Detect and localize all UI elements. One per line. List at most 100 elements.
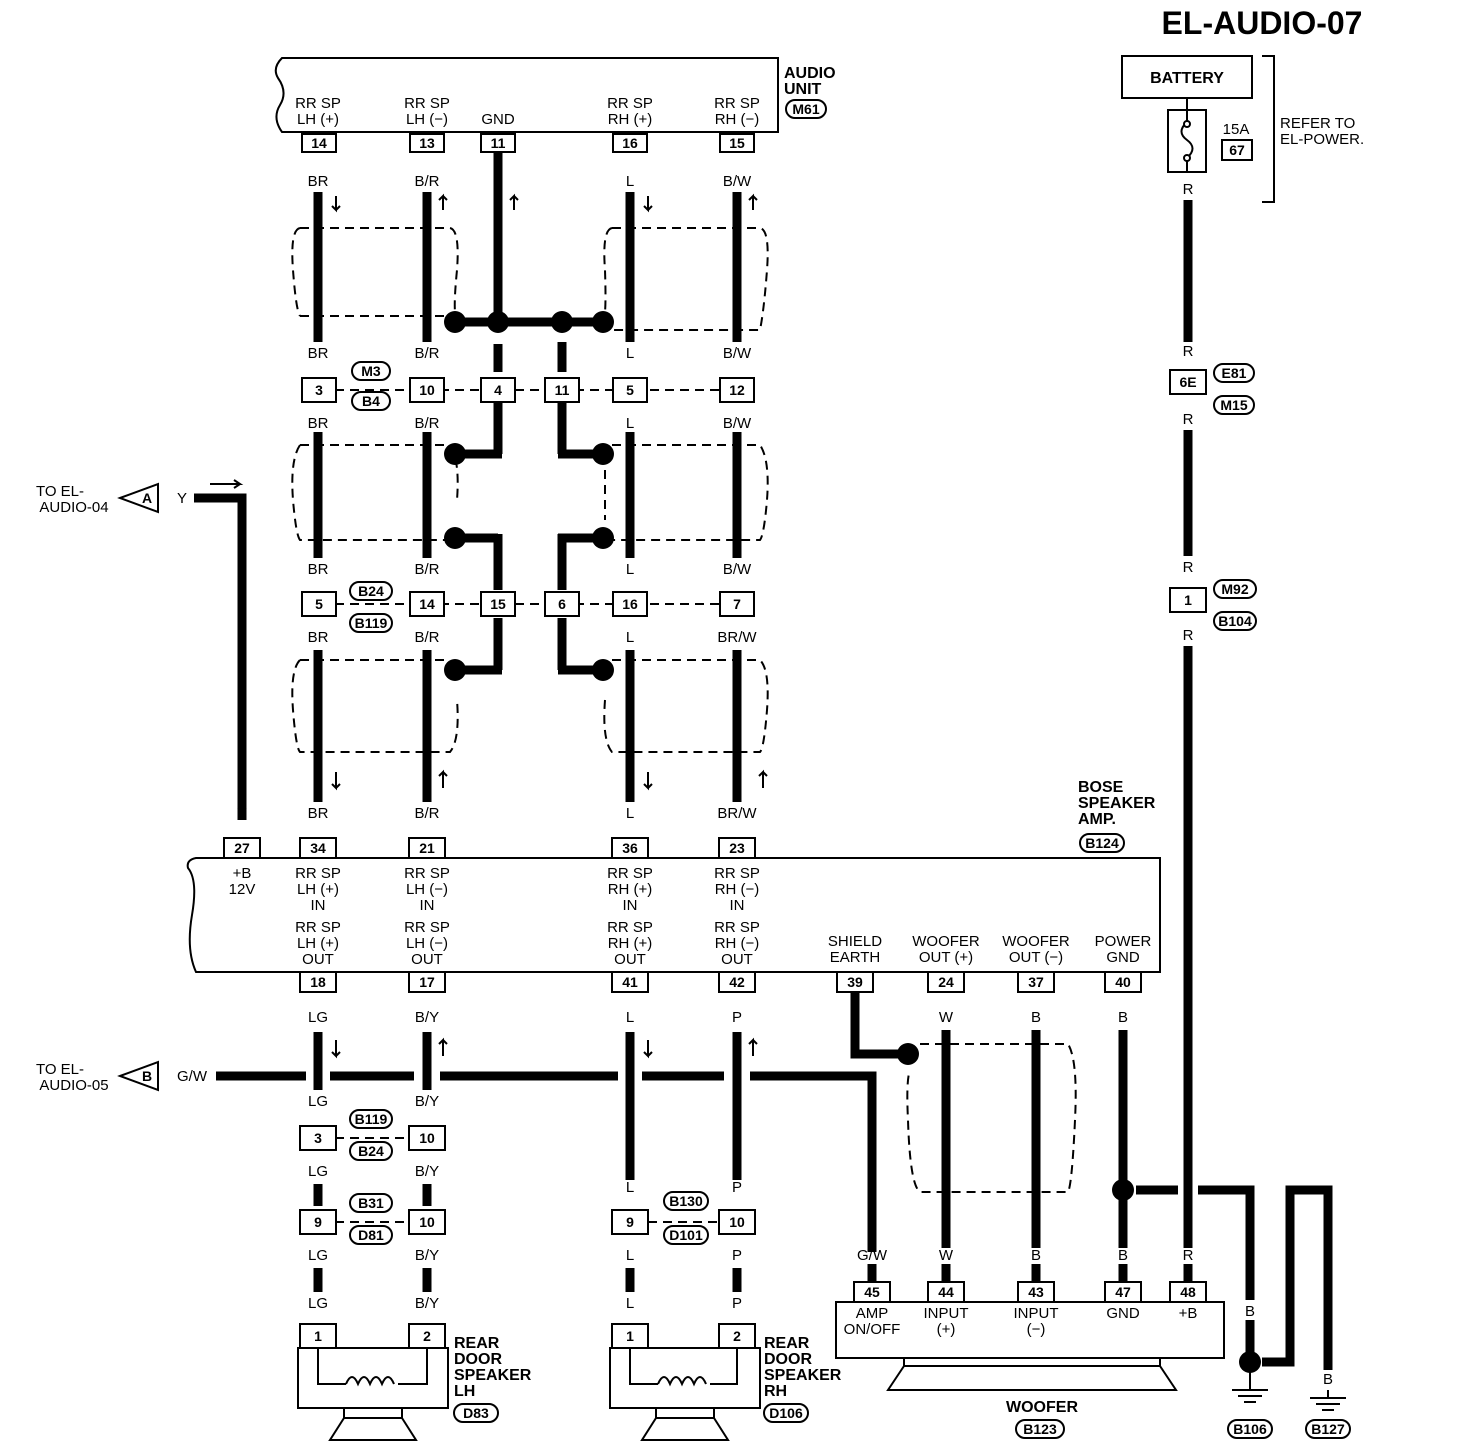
speaker-label: SPEAKER [454,1367,532,1384]
pin-label: RR SP [404,919,450,936]
wire-color: B/W [723,173,752,190]
au-pin-box: 14 [301,133,337,153]
connector-id: B119 [355,1111,388,1127]
wire-color: LG [308,1247,328,1264]
speaker-label: REAR [764,1335,810,1352]
wire-color: P [732,1295,742,1312]
pin-number: 37 [1028,974,1044,990]
au-pin-label: RR SP [404,95,450,112]
pin-number: 48 [1180,1284,1196,1300]
lower-connector-3: L P 9 10 B130 D101 L P [611,1179,756,1292]
wire-color: B/R [414,345,439,362]
pin-label: AMP [856,1305,889,1322]
wire-color: L [626,1179,634,1196]
pin-label: LH (−) [406,935,448,952]
pin-label: OUT (−) [1009,949,1063,966]
pin-label: EARTH [830,949,881,966]
pin-number: 45 [864,1284,880,1300]
battery-label: BATTERY [1150,70,1224,87]
wire-color: P [732,1009,742,1026]
pin-number: 44 [938,1284,954,1300]
wire-color: R [1183,411,1194,428]
wire-color: B/Y [415,1093,439,1110]
au-pin-box: 11 [480,133,516,153]
pin-label: RH (−) [715,935,760,952]
wire-color: G/W [857,1247,888,1264]
signal-arrows [210,193,768,1059]
wire-color: P [732,1179,742,1196]
pin-label: RR SP [404,865,450,882]
pin-label: (−) [1027,1321,1046,1338]
lower-connector-1: LG B/Y 3 10 B119 B24 LG B/Y [299,1093,446,1206]
pin-number: 24 [938,974,954,990]
ref-label: AUDIO-04 [39,499,108,516]
wire-color: BR [308,629,329,646]
wire-color: BR [308,805,329,822]
pin-label: RR SP [607,919,653,936]
joint-connector-1: 3 10 4 11 5 12 M3 B4 [301,361,755,411]
rear-door-speaker-rh: 1 2 REAR DOOR SPEAKER RH D106 [609,1323,842,1441]
arrow-flag-icon [117,1060,159,1092]
connector-id: D101 [669,1227,703,1243]
pin-label: RR SP [295,919,341,936]
pin-number: 10 [419,382,435,398]
output-wires [313,992,1333,1373]
connector-id: E81 [1222,365,1247,381]
au-pin-number: 15 [729,135,745,151]
connector-id: B123 [1023,1421,1057,1437]
pin-number: 21 [419,840,435,856]
pin-label: INPUT [924,1305,969,1322]
pin-number: 3 [315,382,323,398]
bose-top-pins: 27 34 21 36 23 +B 12V RR SP LH (+) IN RR… [223,837,760,914]
pin-label: OUT (+) [919,949,973,966]
bose-label: BOSE [1078,779,1124,796]
wire-color: LG [308,1295,328,1312]
au-pin-label: RR SP [714,95,760,112]
wire-color: B [1323,1371,1333,1388]
connector-id: B4 [362,393,380,409]
pin-number: 17 [419,974,435,990]
connector-id: B104 [1218,613,1252,629]
au-pin-label: LH (−) [406,111,448,128]
pin-label: ON/OFF [844,1321,901,1338]
pin-number: 47 [1115,1284,1131,1300]
pin-label: RR SP [607,865,653,882]
ref-label: TO EL- [36,483,84,500]
wire-color: L [626,561,634,578]
wire-color: B [1118,1009,1128,1026]
wire-color: B/W [723,415,752,432]
joint-connector-2: 5 14 15 6 16 7 B24 B119 [301,581,755,633]
connector-id: B106 [1233,1421,1267,1437]
wire-color: B/R [414,629,439,646]
pin-label: GND [1106,1305,1140,1322]
wire-color: L [626,1009,634,1026]
ground-b127: B B127 [1305,1371,1351,1439]
pin-label: RH (+) [608,935,653,952]
pin-number: 18 [310,974,326,990]
ground-b106: B B106 [1227,1303,1273,1439]
to-el-audio-04[interactable]: TO EL- AUDIO-04 A Y [36,482,247,820]
shield-outlines [291,227,1077,1193]
connector-id: B24 [358,583,384,599]
bose-label: SPEAKER [1078,795,1156,812]
wire-color: L [626,1247,634,1264]
to-el-audio-05[interactable]: TO EL- AUDIO-05 B G/W [36,1060,877,1252]
pin-number: 41 [622,974,638,990]
pin-label: +B [1179,1305,1198,1322]
pin-number: 2 [423,1328,431,1344]
speaker-icon [640,1408,730,1441]
wire-color: BR [308,415,329,432]
pin-number: 15 [490,596,506,612]
pin-number: 1 [1184,592,1192,608]
pin-label: IN [420,897,435,914]
wire-color: R [1183,181,1194,198]
pin-number: 6 [558,596,566,612]
wire-color: BR [308,345,329,362]
pin-label: IN [623,897,638,914]
speaker-label: DOOR [454,1351,502,1368]
flag-letter: B [142,1068,152,1084]
pin-label: OUT [721,951,753,968]
fuse-number: 67 [1229,142,1245,158]
wire-color: L [626,1295,634,1312]
wire-color: B/W [723,345,752,362]
